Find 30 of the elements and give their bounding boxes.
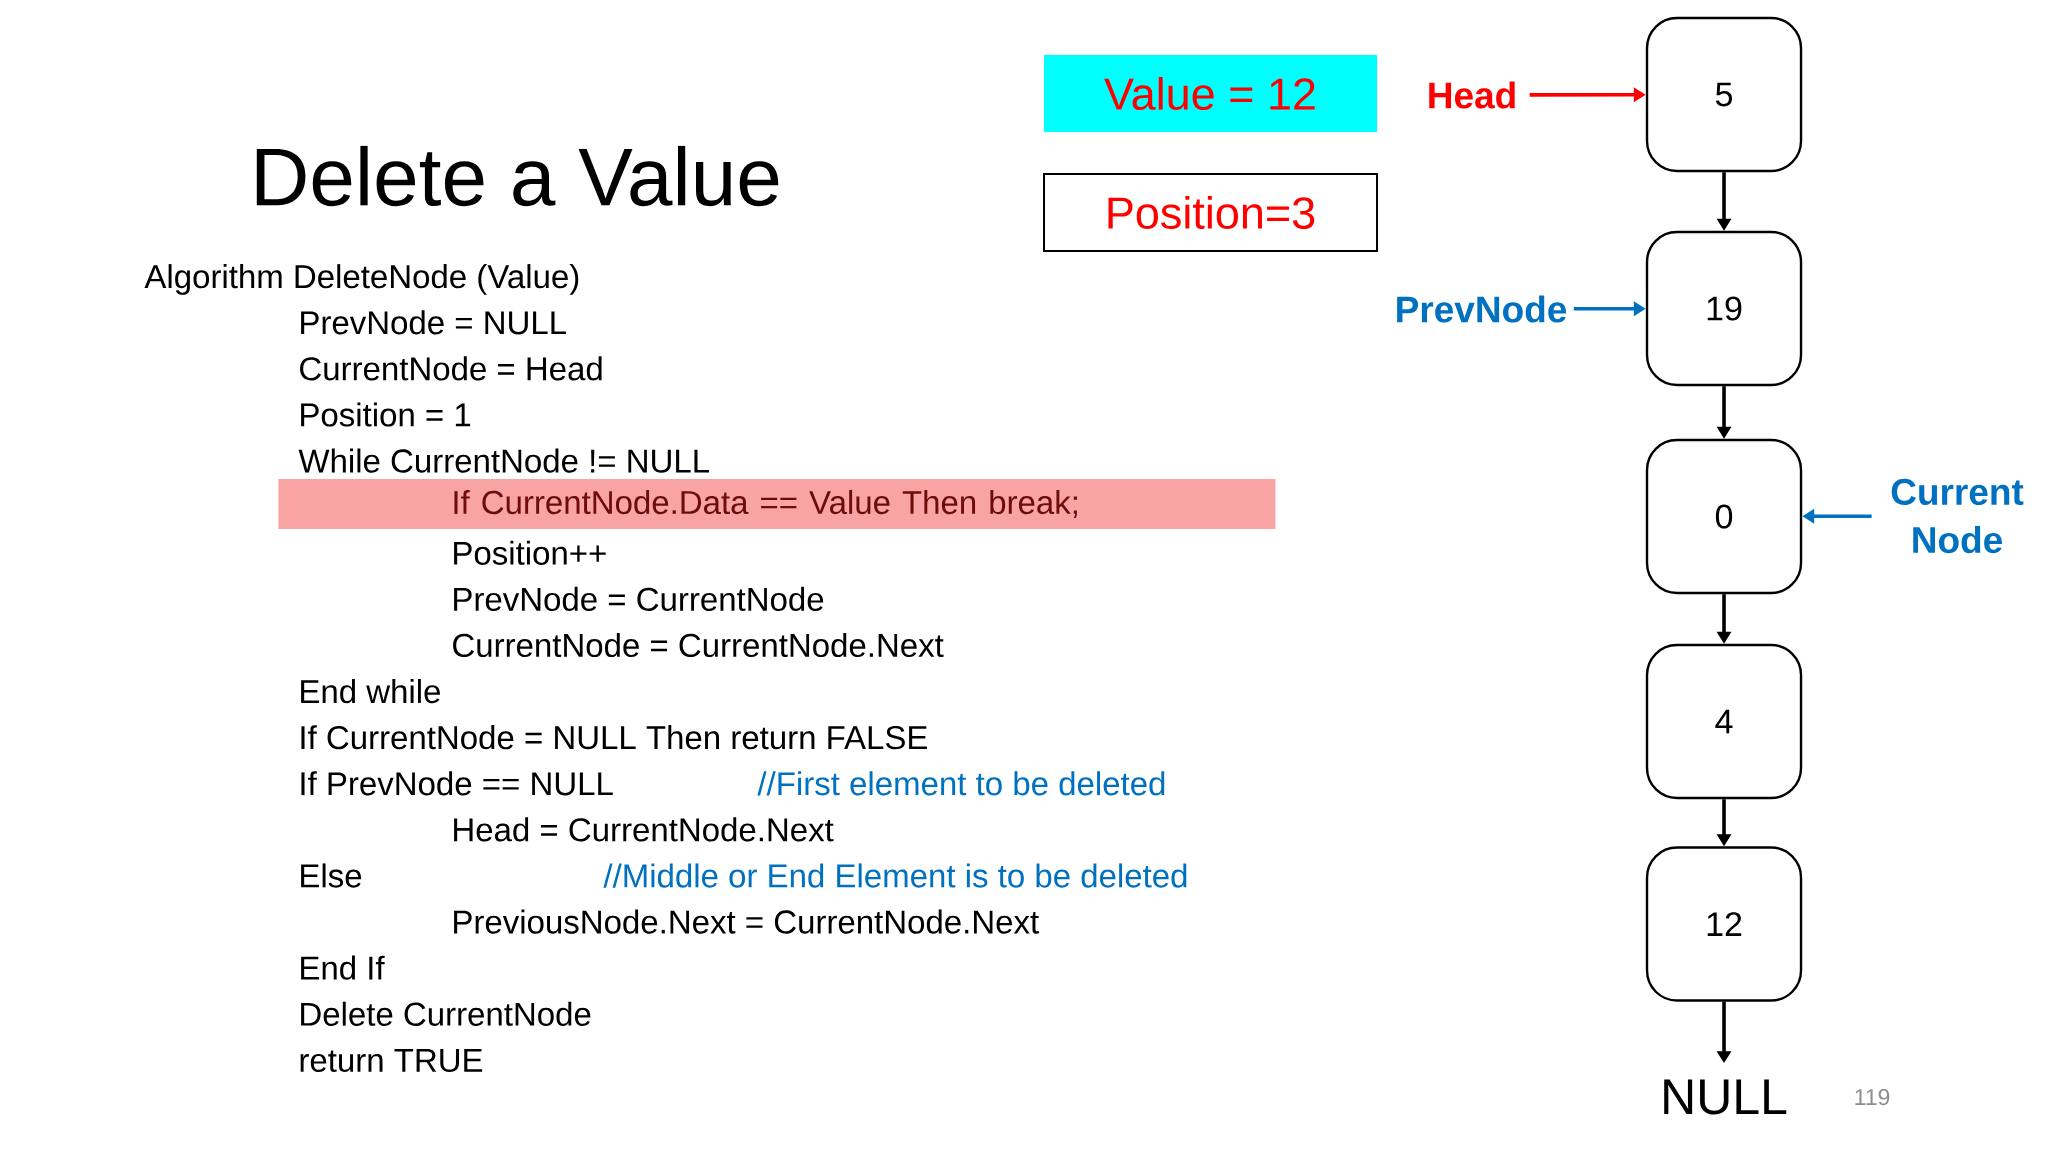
code-comment: //First element to be deleted bbox=[757, 771, 1165, 796]
code-line: End If bbox=[301, 955, 385, 980]
code-line: Delete CurrentNode bbox=[301, 1001, 591, 1026]
code-line: PrevNode = NULL bbox=[301, 310, 566, 335]
null-label: NULL bbox=[1664, 1079, 1787, 1115]
pointer-label: Current Node bbox=[1891, 478, 2024, 554]
list-node-box: 4 bbox=[1645, 643, 1803, 800]
code-line: Head = CurrentNode.Next bbox=[454, 817, 834, 842]
pointer-label: Head bbox=[1429, 81, 1515, 109]
list-node-box: 19 bbox=[1645, 230, 1803, 387]
code-line: Position = 1 bbox=[301, 402, 471, 427]
list-node-box: 12 bbox=[1645, 846, 1803, 1002]
text-box: Position=3 bbox=[1043, 173, 1378, 252]
code-line: Else bbox=[301, 863, 362, 888]
code-line: CurrentNode = CurrentNode.Next bbox=[453, 632, 944, 658]
code-line: If PrevNode == NULL bbox=[301, 771, 613, 796]
code-line: return TRUE bbox=[300, 1049, 483, 1073]
highlighted-box: Value = 12 bbox=[1044, 55, 1377, 132]
code-line: If CurrentNode = NULL Then return FALSE bbox=[301, 725, 927, 750]
list-node-box: 5 bbox=[1645, 16, 1803, 173]
code-comment: //Middle or End Element is to be deleted bbox=[603, 863, 1187, 888]
list-node-box: 0 bbox=[1645, 438, 1803, 595]
code-line: CurrentNode = Head bbox=[300, 356, 602, 381]
code-line: PreviousNode.Next = CurrentNode.Next bbox=[454, 909, 1039, 934]
title: Delete a Value bbox=[256, 145, 779, 207]
pointer-label: PrevNode bbox=[1397, 295, 1567, 323]
code-line: Algorithm DeleteNode (Value) bbox=[144, 264, 579, 295]
code-line: PrevNode = CurrentNode bbox=[454, 586, 824, 611]
page-number: 119 bbox=[1855, 1088, 1890, 1106]
code-line: End while bbox=[301, 679, 440, 704]
